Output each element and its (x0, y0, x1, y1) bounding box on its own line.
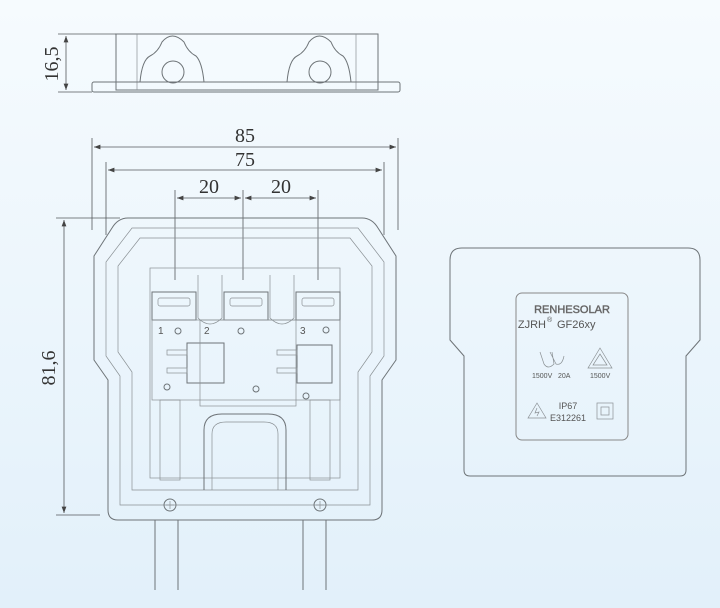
dim-pitch-left: 20 (199, 176, 219, 198)
label-model-prefix: ZJRH (518, 319, 546, 331)
label-model: GF26xy (557, 319, 596, 331)
terminal-3-label: 3 (300, 326, 306, 337)
label-ul-voltage: 1500V (532, 373, 553, 380)
label-ip-rating: IP67 (559, 401, 578, 411)
terminal-2-label: 2 (204, 326, 210, 337)
terminal-1-label: 1 (158, 326, 164, 337)
label-tuv-voltage: 1500V (590, 373, 611, 380)
dim-height-front: 81,6 (38, 351, 60, 386)
dim-height-side: 16,5 (41, 47, 63, 82)
back-view: RENHESOLAR ZJRH ® GF26xy 1500V 20A 1500V… (449, 247, 701, 477)
dim-width-outer: 85 (235, 125, 255, 147)
high-voltage-warning-icon (527, 402, 547, 419)
front-view: 1 2 3 (93, 217, 397, 590)
ul-mark-icon (539, 351, 565, 368)
front-dimensions: 85 75 20 20 81,6 (38, 125, 399, 516)
label-registered: ® (547, 316, 553, 324)
dim-width-inner: 75 (235, 149, 255, 171)
label-ul-current: 20A (558, 373, 571, 380)
double-insulation-icon (596, 402, 614, 420)
product-label (515, 292, 629, 441)
side-view: 16,5 (41, 33, 401, 93)
tuv-mark-icon (587, 347, 613, 369)
label-brand: RENHESOLAR (534, 304, 610, 316)
label-file-number: E312261 (550, 413, 586, 423)
dim-pitch-right: 20 (271, 176, 291, 198)
